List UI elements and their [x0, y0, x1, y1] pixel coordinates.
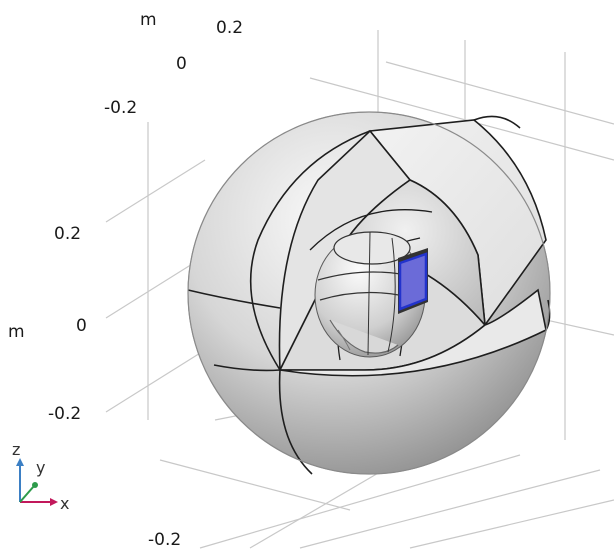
- left-axis-tick-label: 0: [76, 316, 87, 336]
- left-axis-tick-label: 0.2: [54, 224, 82, 244]
- coordinate-triad: [16, 458, 58, 506]
- left-axis-unit: m: [8, 322, 25, 342]
- triad-z-label: z: [12, 440, 21, 459]
- antenna-patch[interactable]: [398, 248, 428, 314]
- bottom-axis-tick-label: -0.2: [148, 530, 182, 550]
- back-axis-tick-label: 0.2: [216, 18, 244, 38]
- sphere-seams: [187, 115, 551, 475]
- sphere-outline: [187, 111, 551, 475]
- triad-y-label: y: [36, 458, 46, 477]
- back-axis-unit: m: [140, 10, 157, 30]
- left-axis-tick-label: -0.2: [48, 404, 82, 424]
- triad-x-label: x: [60, 494, 70, 513]
- back-axis-tick-label: 0: [176, 54, 187, 74]
- back-axis-tick-label: -0.2: [104, 98, 138, 118]
